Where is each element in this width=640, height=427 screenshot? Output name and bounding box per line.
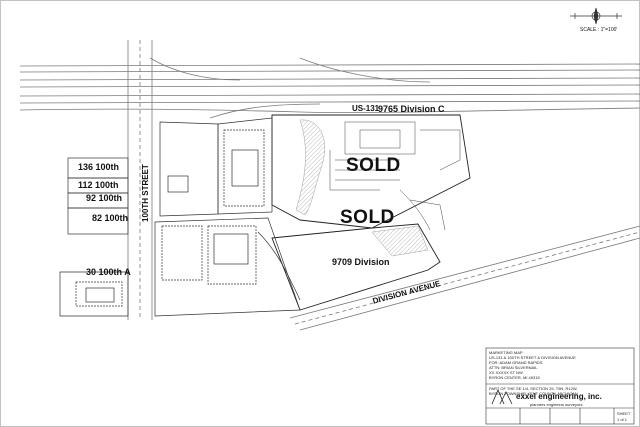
- title-block: [485, 347, 635, 425]
- location-line-1: PART OF THE SE 1/4, SECTION 25, T5N, R12…: [489, 386, 578, 391]
- detention-area: [371, 225, 429, 257]
- firm-subtitle: planners engineers surveyors: [530, 402, 583, 407]
- firm-name: exxel engineering, inc.: [516, 392, 602, 401]
- 100th-street-label: 100TH STREET: [141, 164, 150, 222]
- parcel-label-112-100th[interactable]: 112 100th: [78, 180, 119, 190]
- center-parcels: [154, 117, 301, 317]
- title-line-5: XX XXXXX ST NW: [489, 370, 523, 375]
- sold-label-north: SOLD: [346, 155, 401, 176]
- parcel-label-82-100th[interactable]: 82 100th: [92, 213, 129, 223]
- parcel-label-9765-division-c[interactable]: 9765 Division C: [378, 104, 445, 114]
- wetland-area: [295, 119, 325, 216]
- title-line-2: US-131 & 100TH STREET & DIVISION AVENUE: [489, 355, 576, 360]
- parcel-label-136-100th[interactable]: 136 100th: [78, 162, 120, 172]
- parcel-label-9709-division[interactable]: 9709 Division: [332, 257, 390, 267]
- sheet-label: SHEET: [617, 411, 631, 416]
- title-line-6: BYRON CENTER, MI 49315: [489, 375, 540, 380]
- west-parcels: [59, 157, 129, 317]
- title-line-1: MARKETING MAP: [489, 350, 523, 355]
- us-131-highway: [19, 57, 640, 119]
- firm-logo: [491, 388, 513, 405]
- division-avenue-road: [289, 225, 640, 331]
- title-line-4: ATTN: BRIAN SILVERNAIL: [489, 365, 538, 370]
- sold-label-south: SOLD: [340, 207, 395, 228]
- title-line-3: FOR: ADAM GRAND RAPIDS: [489, 360, 543, 365]
- parcel-label-30-100th-a[interactable]: 30 100th A: [86, 267, 131, 277]
- parcel-9765-site-plan: [329, 121, 461, 191]
- sheet-number: 1 of 1: [617, 417, 628, 422]
- us-131-label: US-131: [352, 104, 380, 113]
- scale-label: SCALE : 1"=100': [580, 27, 618, 33]
- parcel-9709-site-plan: [399, 189, 446, 231]
- parcel-label-92-100th[interactable]: 92 100th: [86, 193, 123, 203]
- north-arrow-icon: [570, 7, 622, 25]
- location-line-2: BYRON TOWNSHIP, KENT COUNTY, MICHIGAN: [489, 391, 578, 396]
